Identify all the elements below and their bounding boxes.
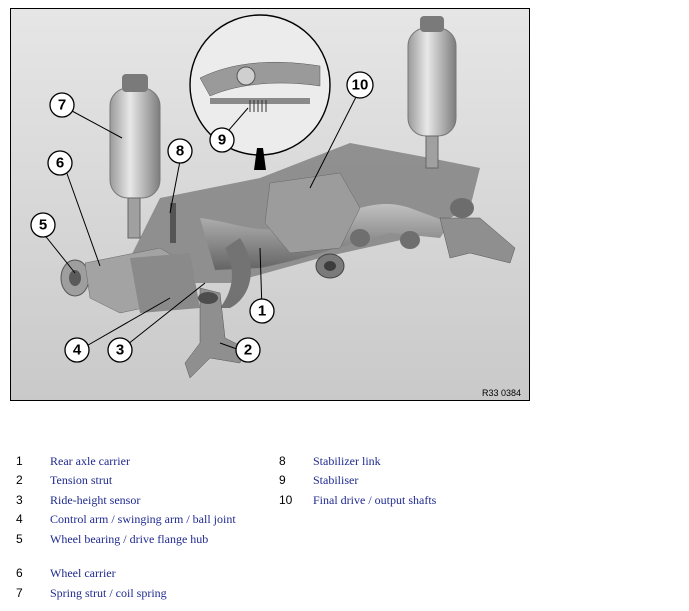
- callout-9-label: 9: [218, 132, 226, 149]
- legend-label: Ride-height sensor: [50, 492, 141, 507]
- legend-item-6: 6 Wheel carrier: [10, 564, 236, 584]
- right-bracket-shape: [439, 198, 516, 264]
- callout-5-label: 5: [39, 217, 47, 234]
- callout-7-label: 7: [58, 97, 66, 114]
- legend-item-3: 3 Ride-height sensor: [10, 490, 236, 510]
- figure-id: R33 0384: [482, 388, 521, 398]
- legend-label: Rear axle carrier: [50, 453, 130, 468]
- tension-strut-shape: [184, 287, 246, 379]
- callout-6-label: 6: [56, 155, 64, 172]
- legend-item-9: 9 Stabiliser: [273, 471, 436, 491]
- legend-item-4: 4 Control arm / swinging arm / ball joint: [10, 510, 236, 530]
- legend-item-5: 5 Wheel bearing / drive flange hub: [10, 529, 236, 549]
- callout-8: 8: [167, 138, 193, 164]
- legend-label: Stabiliser: [313, 473, 359, 488]
- legend-label: Final drive / output shafts: [313, 492, 437, 507]
- legend-number: 6: [16, 566, 23, 581]
- legend-number: 3: [16, 492, 23, 507]
- legend-number: 8: [279, 453, 286, 468]
- callout-7: 7: [49, 92, 75, 118]
- legend-left: 1 Rear axle carrier 2 Tension strut 3 Ride-…: [10, 451, 236, 603]
- legend-label: Stabilizer link: [313, 453, 381, 468]
- callout-6: 6: [47, 150, 73, 176]
- stabiliser-detail-inset: [189, 14, 331, 170]
- legend-number: 5: [16, 531, 23, 546]
- callout-2: 2: [235, 337, 261, 363]
- legend-number: 10: [279, 492, 293, 507]
- callout-10: 10: [346, 71, 374, 99]
- leader-lines: [42, 92, 359, 354]
- callout-4: 4: [64, 337, 90, 363]
- callout-2-label: 2: [244, 342, 252, 359]
- callout-10-label: 10: [352, 77, 369, 94]
- legend-right: 8 Stabilizer link 9 Stabiliser 10 Final dri…: [273, 451, 436, 510]
- legend-number: 7: [16, 585, 23, 600]
- legend-item-7: 7 Spring strut / coil spring: [10, 583, 236, 603]
- stabilizer-link-shape: [170, 203, 176, 243]
- legend-item-1: 1 Rear axle carrier: [10, 451, 236, 471]
- callout-3: 3: [107, 337, 133, 363]
- left-spring-strut-shape: [109, 74, 161, 239]
- callout-9: 9: [209, 127, 235, 153]
- legend-number: 1: [16, 453, 23, 468]
- callout-1-label: 1: [258, 303, 266, 320]
- callout-1: 1: [249, 298, 275, 324]
- callout-5: 5: [30, 212, 56, 238]
- legend-number: 2: [16, 473, 23, 488]
- legend-label: Control arm / swinging arm / ball joint: [50, 512, 236, 527]
- legend-label: Wheel carrier: [50, 566, 116, 581]
- callout-3-label: 3: [116, 342, 124, 359]
- legend-label: Spring strut / coil spring: [50, 585, 167, 600]
- axle-illustration: 7 6 5 8 4 3 2 1 9 10 R33 0384: [10, 8, 530, 401]
- right-spring-strut-shape: [407, 16, 457, 169]
- legend-number: 4: [16, 512, 23, 527]
- legend-label: Tension strut: [50, 473, 113, 488]
- wheel-hub-shape: [60, 247, 200, 314]
- legend-label: Wheel bearing / drive flange hub: [50, 531, 209, 546]
- legend-number: 9: [279, 473, 286, 488]
- final-drive-shape: [264, 172, 420, 279]
- legend-item-8: 8 Stabilizer link: [273, 451, 436, 471]
- callout-4-label: 4: [73, 342, 82, 359]
- legend-item-2: 2 Tension strut: [10, 471, 236, 491]
- legend-item-10: 10 Final drive / output shafts: [273, 490, 436, 510]
- callout-8-label: 8: [176, 143, 184, 160]
